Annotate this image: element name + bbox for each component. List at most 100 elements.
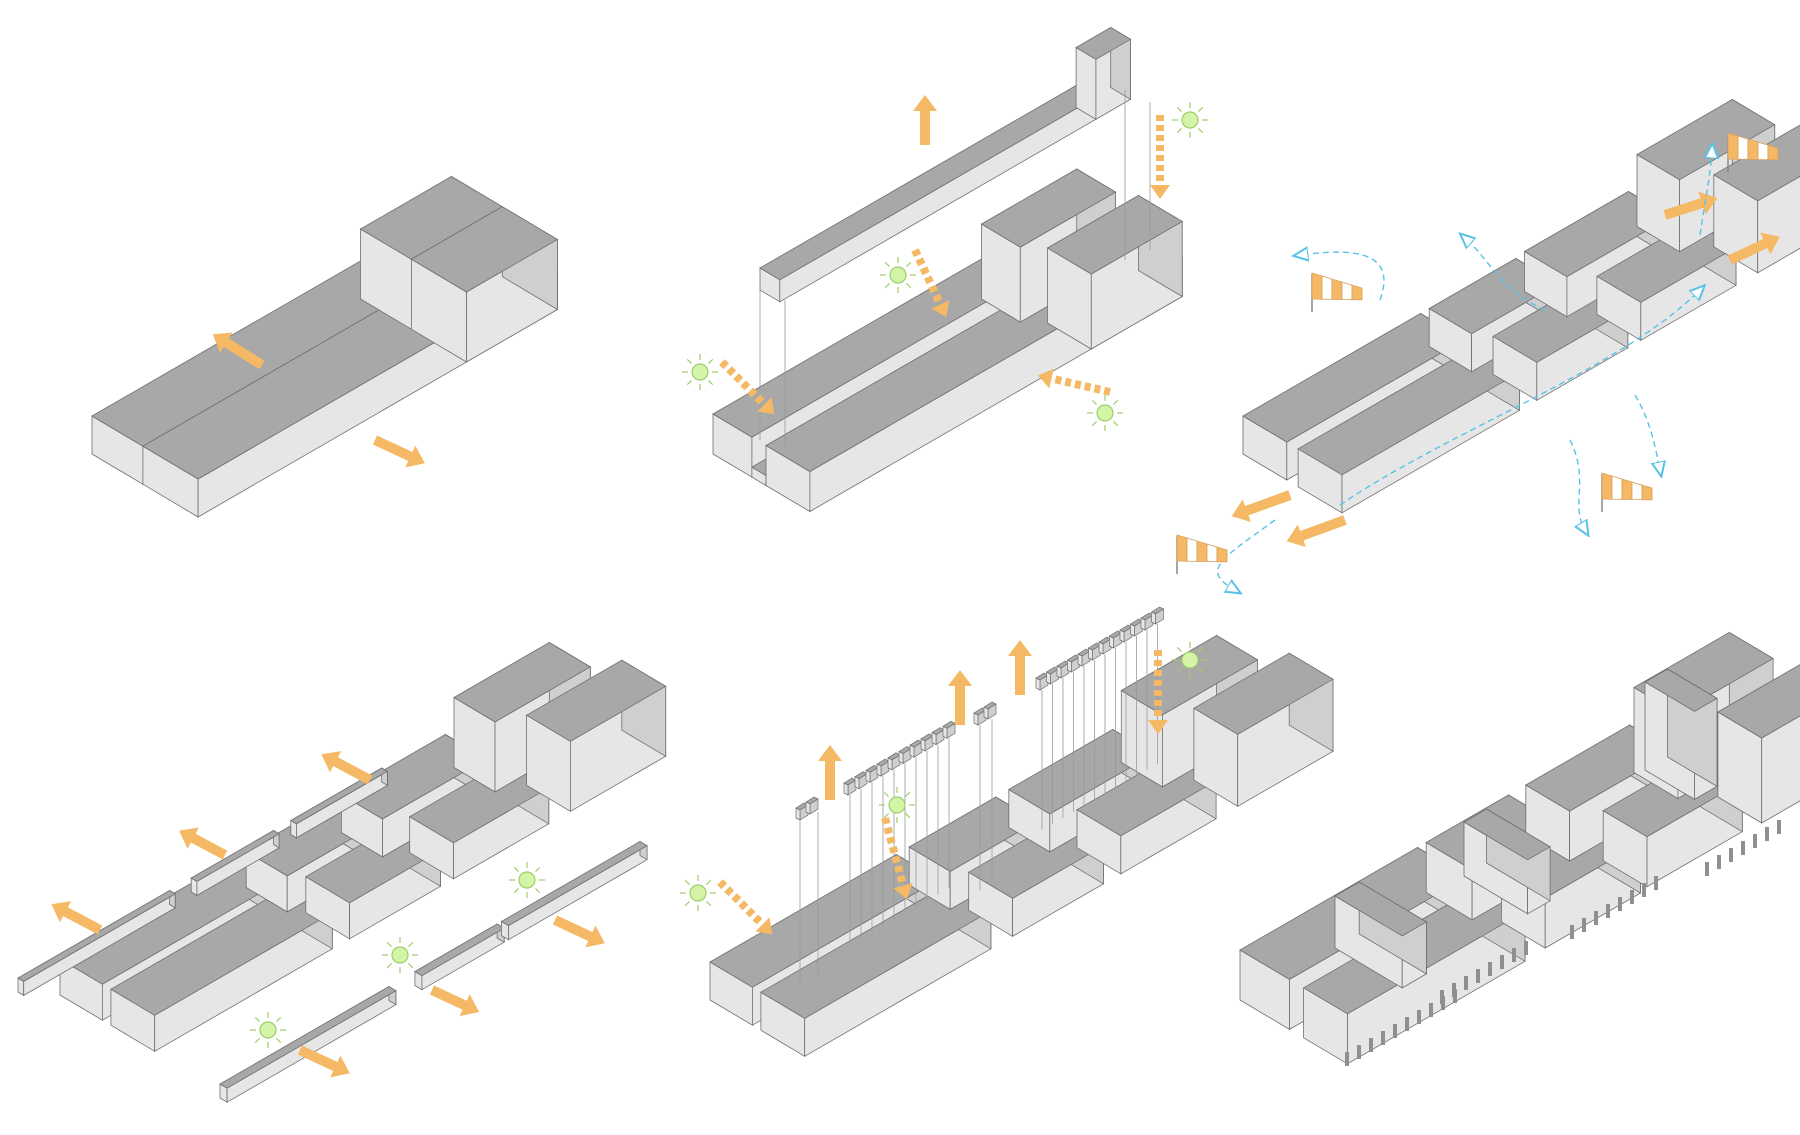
window — [1429, 1003, 1433, 1017]
window — [1618, 897, 1622, 911]
sun-disc — [518, 871, 536, 889]
roof-fin — [920, 733, 934, 752]
wind-sock-icon — [1601, 472, 1653, 512]
window — [1440, 990, 1444, 1004]
dash-segment — [911, 248, 922, 258]
dash-segment — [1154, 710, 1162, 716]
fin-face — [1088, 647, 1093, 661]
sun-ray — [906, 283, 912, 289]
roof — [17, 890, 176, 982]
roof-fin — [795, 802, 809, 821]
wind-sock-icon — [1176, 534, 1228, 574]
dash-segment — [726, 366, 737, 377]
sun-ray — [883, 813, 889, 819]
window — [1393, 1024, 1397, 1038]
sun-disc — [1181, 111, 1199, 129]
sun-ray — [884, 261, 890, 267]
movement-arrow-icon — [1008, 640, 1032, 695]
sun-disc — [691, 363, 709, 381]
sun-ray — [686, 380, 692, 386]
panel-2-lifted-volume — [682, 26, 1208, 513]
window — [1369, 1038, 1373, 1052]
sun-disc — [888, 796, 906, 814]
tall-volume-right — [410, 205, 559, 363]
roof — [1193, 652, 1334, 735]
dash-segment — [745, 907, 756, 918]
dash-segment — [1156, 135, 1164, 141]
front-wall — [1761, 715, 1800, 824]
wind-sock-stripe — [1341, 281, 1353, 301]
tall-block-h — [525, 659, 667, 813]
sun-ray — [386, 941, 392, 947]
dash-arrow-head — [1148, 720, 1168, 734]
dash-segment — [932, 293, 943, 303]
window — [1381, 1031, 1385, 1045]
facade-strip-2 — [190, 829, 280, 897]
dash-arrow-head — [755, 917, 773, 935]
facade-strip-6 — [500, 840, 648, 941]
panel-5-roof-fins — [680, 606, 1334, 1058]
dash-segment — [928, 284, 939, 294]
roof-fin — [1077, 648, 1091, 667]
wind-sock-stripe — [1176, 534, 1188, 562]
fin-face — [795, 807, 801, 821]
dash-segment — [1054, 375, 1063, 385]
skybridge-3 — [1644, 668, 1718, 801]
fin-face — [898, 750, 904, 765]
dash-segment — [915, 257, 926, 267]
dash-segment — [1156, 125, 1164, 131]
airflow-line-icon — [1216, 519, 1276, 590]
dash-segment — [1156, 145, 1164, 151]
dash-segment — [919, 266, 930, 276]
wind-sock-stripe — [1331, 278, 1343, 300]
roof-fin — [973, 707, 987, 726]
sun-icon — [1172, 642, 1208, 678]
sun-ray — [276, 1038, 282, 1044]
sun-disc — [689, 884, 707, 902]
airflow-line-icon — [1339, 290, 1700, 506]
window — [1417, 1010, 1421, 1024]
dash-segment — [1154, 660, 1162, 666]
wind-sock-icon — [1727, 132, 1779, 172]
sun-ray — [1198, 646, 1204, 652]
dash-segment — [719, 359, 730, 370]
roof — [1717, 664, 1800, 739]
fin-face — [1035, 677, 1041, 691]
sun-disc — [1096, 404, 1114, 422]
fin-face — [942, 725, 948, 739]
facade-strip-5 — [414, 923, 505, 991]
sun-ray — [883, 791, 889, 797]
window — [1500, 955, 1504, 969]
dash-segment — [1154, 680, 1162, 686]
dash-segment — [1074, 380, 1082, 390]
airflow-line-icon — [1634, 394, 1660, 470]
dash-segment — [881, 817, 891, 825]
panel-3-wind-ventilation — [1176, 98, 1800, 591]
tall-volume-right — [1046, 194, 1183, 350]
movement-arrow-icon — [429, 985, 480, 1017]
sun-ray — [408, 941, 414, 947]
roof — [1644, 668, 1718, 712]
sun-icon — [1087, 395, 1123, 431]
dash-segment — [1156, 175, 1164, 181]
sun-ray — [884, 283, 890, 289]
fin-face — [1130, 623, 1135, 637]
wind-sock-stripe — [1186, 537, 1198, 562]
window — [1524, 941, 1528, 955]
dash-segment — [888, 845, 899, 854]
sun-icon — [880, 257, 916, 293]
roof-fin — [865, 764, 879, 784]
wind-sock-stripe — [1196, 540, 1208, 562]
panel-4-split-volumes — [17, 641, 667, 1103]
roof — [1713, 124, 1800, 202]
daylight-dashed-arrow-icon — [717, 879, 773, 935]
dash-segment — [1093, 384, 1102, 394]
wind-sock-icon — [1311, 272, 1363, 312]
lifted-roof-tower — [1075, 26, 1132, 121]
fin-face — [909, 744, 915, 758]
tower-h — [1717, 664, 1800, 824]
dash-segment — [1156, 115, 1164, 121]
daylight-dashed-arrow-icon — [881, 817, 913, 900]
sun-ray — [905, 813, 911, 819]
